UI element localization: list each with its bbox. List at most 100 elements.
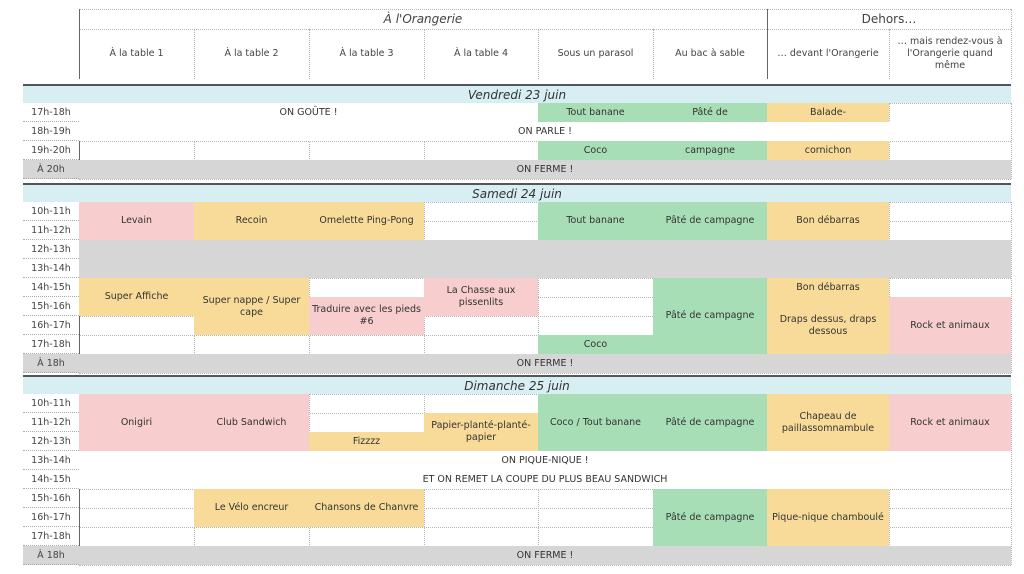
header-col-divider bbox=[889, 29, 890, 79]
header-col-divider bbox=[79, 9, 80, 79]
event-cell-pate-de: Pâté de bbox=[653, 103, 767, 122]
event-cell-super-nappe-super-cape: Super nappe / Super cape bbox=[194, 278, 309, 335]
col-line bbox=[309, 202, 310, 373]
row-line bbox=[79, 373, 1011, 374]
row-line bbox=[79, 565, 1011, 566]
event-cell-fizzzz: Fizzzz bbox=[309, 432, 424, 451]
event-cell-chapeau-de-paillassomnambule: Chapeau de paillassomnambule bbox=[767, 394, 889, 451]
event-cell-onigiri: Onigiri bbox=[79, 394, 194, 451]
time-label-14h-15h: 14h-15h bbox=[23, 278, 79, 297]
row-line bbox=[79, 297, 1011, 298]
column-header-parasol: Sous un parasol bbox=[557, 48, 634, 60]
event-cell-bon-debarras: Bon débarras bbox=[767, 202, 889, 240]
time-label-16h-17h: 16h-17h bbox=[23, 508, 79, 527]
group-header-dehors: Dehors… bbox=[861, 11, 917, 26]
event-cell-pate-de-campagne: Pâté de campagne bbox=[653, 394, 767, 451]
row-line bbox=[79, 489, 1011, 490]
event-cell-chansons-de-chanvre: Chansons de Chanvre bbox=[309, 489, 424, 527]
col-line bbox=[309, 103, 310, 179]
event-cell-on-parle: ON PARLE ! bbox=[79, 122, 1011, 141]
event-cell-pique-nique-chamboule: Pique-nique chamboulé bbox=[767, 489, 889, 546]
time-label-17h-18h: 17h-18h bbox=[23, 527, 79, 546]
time-label-10h-11h: 10h-11h bbox=[23, 394, 79, 413]
time-label-a-18h: À 18h bbox=[23, 546, 79, 565]
header-col-divider bbox=[194, 29, 195, 79]
column-header-bac-a-sable: Au bac à sable bbox=[675, 48, 745, 60]
event-cell-on-pique-nique: ON PIQUE-NIQUE ! bbox=[79, 451, 1011, 470]
time-label-14h-15h: 14h-15h bbox=[23, 470, 79, 489]
event-cell-campagne: campagne bbox=[653, 141, 767, 160]
header-col-divider bbox=[767, 9, 768, 79]
col-line bbox=[889, 103, 890, 179]
event-cell-on-ferme: ON FERME ! bbox=[79, 546, 1011, 565]
time-label-a-20h: À 20h bbox=[23, 160, 79, 179]
event-cell-rock-et-animaux: Rock et animaux bbox=[889, 297, 1011, 354]
event-cell-bon-debarras: Bon débarras bbox=[767, 278, 889, 297]
time-label-10h-11h: 10h-11h bbox=[23, 202, 79, 221]
row-line bbox=[79, 278, 1011, 279]
time-label-12h-13h: 12h-13h bbox=[23, 432, 79, 451]
row-line bbox=[79, 179, 1011, 180]
row-line bbox=[79, 508, 1011, 509]
header-col-divider bbox=[653, 29, 654, 79]
column-header-rendez-vous: … mais rendez-vous à l'Orangerie quand m… bbox=[897, 36, 1003, 71]
event-cell-pate-de-campagne: Pâté de campagne bbox=[653, 489, 767, 546]
column-header-table-2: À la table 2 bbox=[224, 48, 279, 60]
day-header-samedi-24-juin: Samedi 24 juin bbox=[23, 183, 1011, 202]
event-cell-on-ferme: ON FERME ! bbox=[79, 160, 1011, 179]
col-line bbox=[538, 202, 539, 373]
time-label-18h-19h: 18h-19h bbox=[23, 122, 79, 141]
time-label-13h-14h: 13h-14h bbox=[23, 451, 79, 470]
col-line bbox=[1011, 202, 1012, 373]
time-label-16h-17h: 16h-17h bbox=[23, 316, 79, 335]
group-header-orangerie: À l'Orangerie bbox=[383, 11, 463, 26]
col-line bbox=[1011, 394, 1012, 565]
col-line bbox=[79, 103, 80, 179]
column-header-devant-orangerie: … devant l'Orangerie bbox=[777, 48, 879, 60]
event-cell-balade: Balade- bbox=[767, 103, 889, 122]
event-cell-recoin: Recoin bbox=[194, 202, 309, 240]
time-label-17h-18h: 17h-18h bbox=[23, 103, 79, 122]
event-cell-draps-dessus-draps-dessous: Draps dessus, draps dessous bbox=[767, 297, 889, 354]
event-cell-traduire-avec-les-pieds-6: Traduire avec les pieds #6 bbox=[309, 297, 424, 335]
event-cell-pate-de-campagne: Pâté de campagne bbox=[653, 202, 767, 240]
time-label-11h-12h: 11h-12h bbox=[23, 221, 79, 240]
time-label-17h-18h: 17h-18h bbox=[23, 335, 79, 354]
event-cell-coco-tout-banane: Coco / Tout banane bbox=[538, 394, 653, 451]
day-header-dimanche-25-juin: Dimanche 25 juin bbox=[23, 375, 1011, 394]
day-header-vendredi-23-juin: Vendredi 23 juin bbox=[23, 84, 1011, 103]
time-label-12h-13h: 12h-13h bbox=[23, 240, 79, 259]
time-label-11h-12h: 11h-12h bbox=[23, 413, 79, 432]
header-col-divider bbox=[424, 29, 425, 79]
event-cell-super-affiche: Super Affiche bbox=[79, 278, 194, 316]
time-label-a-18h: À 18h bbox=[23, 354, 79, 373]
col-line bbox=[889, 202, 890, 373]
header-mid-line bbox=[79, 29, 1011, 30]
time-label-15h-16h: 15h-16h bbox=[23, 297, 79, 316]
event-cell-tout-banane: Tout banane bbox=[538, 202, 653, 240]
event-cell-pate-de-campagne: Pâté de campagne bbox=[653, 278, 767, 354]
event-cell-rock-et-animaux: Rock et animaux bbox=[889, 394, 1011, 451]
row-line bbox=[79, 527, 1011, 528]
event-cell-empty bbox=[79, 240, 1011, 278]
col-line bbox=[1011, 103, 1012, 179]
event-cell-levain: Levain bbox=[79, 202, 194, 240]
header-top-line bbox=[79, 9, 1011, 10]
event-cell-la-chasse-aux-pissenlits: La Chasse aux pissenlits bbox=[424, 278, 538, 316]
event-cell-coco: Coco bbox=[538, 335, 653, 354]
event-cell-on-ferme: ON FERME ! bbox=[79, 354, 1011, 373]
time-label-19h-20h: 19h-20h bbox=[23, 141, 79, 160]
event-cell-omelette-ping-pong: Omelette Ping-Pong bbox=[309, 202, 424, 240]
event-cell-et-on-remet-la-coupe-du-plus-beau-sandwich: ET ON REMET LA COUPE DU PLUS BEAU SANDWI… bbox=[79, 470, 1011, 489]
event-cell-cornichon: cornichon bbox=[767, 141, 889, 160]
event-cell-on-goute: ON GOÛTE ! bbox=[79, 103, 538, 122]
col-line bbox=[194, 103, 195, 179]
event-cell-coco: Coco bbox=[538, 141, 653, 160]
event-cell-club-sandwich: Club Sandwich bbox=[194, 394, 309, 451]
col-line bbox=[424, 103, 425, 179]
header-col-divider bbox=[309, 29, 310, 79]
column-header-table-4: À la table 4 bbox=[453, 48, 509, 60]
column-header-table-3: À la table 3 bbox=[339, 48, 394, 60]
event-cell-papier-plante-plante-papier: Papier-planté-planté-papier bbox=[424, 413, 538, 451]
